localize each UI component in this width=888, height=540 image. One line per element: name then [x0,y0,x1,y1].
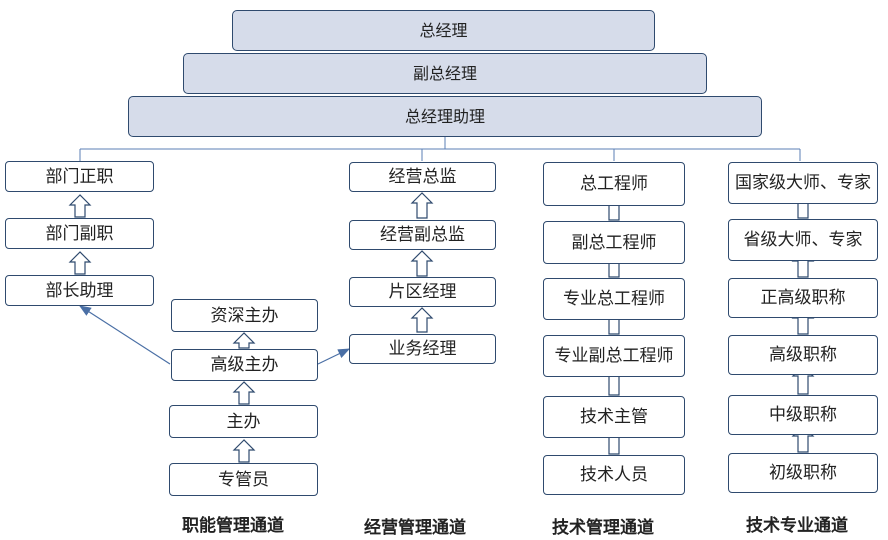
advanced-title-box: 高级职称 [728,335,878,375]
department-deputy-box: 部门副职 [5,218,154,249]
officer-box: 主办 [169,405,318,438]
discipline-chief-engineer-box: 专业总工程师 [543,278,685,320]
deputy-chief-engineer-box: 副总工程师 [543,221,685,264]
provincial-master-expert-box: 省级大师、专家 [728,219,878,261]
discipline-deputy-chief-engineer-box: 专业副总工程师 [543,335,685,377]
up-arrow [232,381,256,405]
promotion-arrow-to-department [78,305,171,365]
junior-title-box: 初级职称 [728,453,878,493]
department-assistant-box: 部长助理 [5,275,154,306]
up-arrow [410,307,434,333]
hierarchy-connector [79,137,801,161]
senior-officer-box: 资深主办 [171,299,318,332]
up-arrow [68,194,92,218]
business-manager-box: 业务经理 [349,334,496,364]
general-manager-box: 总经理 [232,10,655,51]
area-manager-box: 片区经理 [349,277,496,307]
intermediate-title-box: 中级职称 [728,395,878,435]
up-arrow [410,192,434,219]
specialist-box: 专管员 [169,463,318,496]
senior-professional-title-box: 正高级职称 [728,278,878,318]
business-deputy-director-box: 经营副总监 [349,220,496,250]
advanced-officer-box: 高级主办 [171,349,318,381]
functional-channel-label: 职能管理通道 [182,516,284,536]
national-master-expert-box: 国家级大师、专家 [728,162,878,204]
promotion-arrow-to-business [317,348,351,365]
tech-professional-channel-label: 技术专业通道 [746,516,848,536]
deputy-general-manager-box: 副总经理 [183,53,707,94]
up-arrow [410,250,434,277]
chief-engineer-box: 总工程师 [543,162,685,206]
up-arrow [232,439,256,463]
up-arrow [232,332,256,349]
up-arrow [68,251,92,275]
tech-management-channel-label: 技术管理通道 [552,518,654,538]
technical-staff-box: 技术人员 [543,455,685,495]
business-channel-label: 经营管理通道 [364,518,466,538]
general-manager-assistant-box: 总经理助理 [128,96,762,137]
business-director-box: 经营总监 [349,162,496,192]
department-head-box: 部门正职 [5,161,154,192]
technical-supervisor-box: 技术主管 [543,396,685,438]
